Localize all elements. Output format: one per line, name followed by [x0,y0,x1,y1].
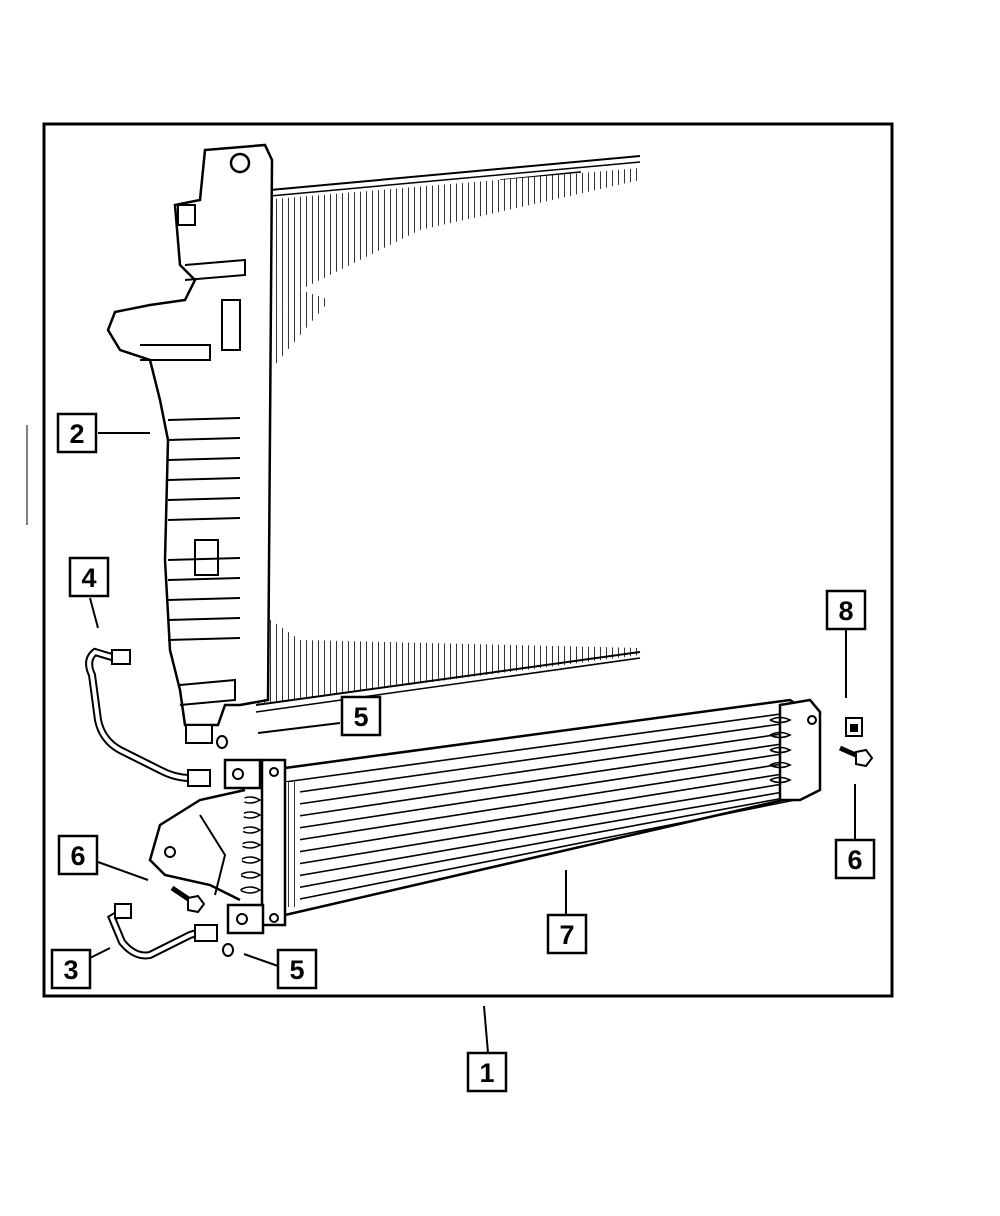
callout-2-label: 2 [69,419,84,449]
callout-7-label: 7 [559,920,574,950]
assembly-frame [42,122,894,998]
callout-6-right: 6 [834,838,876,880]
callout-8: 8 [825,589,867,631]
upper-cooler-line [85,647,211,787]
radiator [106,143,641,744]
lower-cooler-line [106,903,218,960]
callout-6a-label: 6 [70,841,85,871]
callout-4-label: 4 [81,563,96,593]
callout-3: 3 [50,948,92,990]
left-bracket [148,788,246,902]
bolt-left [170,885,206,914]
callout-1-label: 1 [479,1058,494,1088]
callout-6b-label: 6 [847,845,862,875]
callout-5-upper: 5 [340,695,382,737]
callout-2: 2 [56,412,98,454]
callout-5a-label: 5 [353,702,368,732]
o-ring-lower [222,943,234,957]
bolt-right [838,745,874,768]
callout-5-lower: 5 [276,948,318,990]
callout-7: 7 [546,913,588,955]
callout-6-left: 6 [57,834,99,876]
o-ring-upper [216,735,228,749]
radiator-side-tank [106,143,274,727]
callout-5b-label: 5 [289,955,304,985]
callout-1: 1 [466,1051,508,1093]
callout-3-label: 3 [63,955,78,985]
leader-lines [89,432,856,1054]
oil-cooler [148,698,822,935]
callout-8-label: 8 [838,596,853,626]
callout-4: 4 [68,556,110,598]
